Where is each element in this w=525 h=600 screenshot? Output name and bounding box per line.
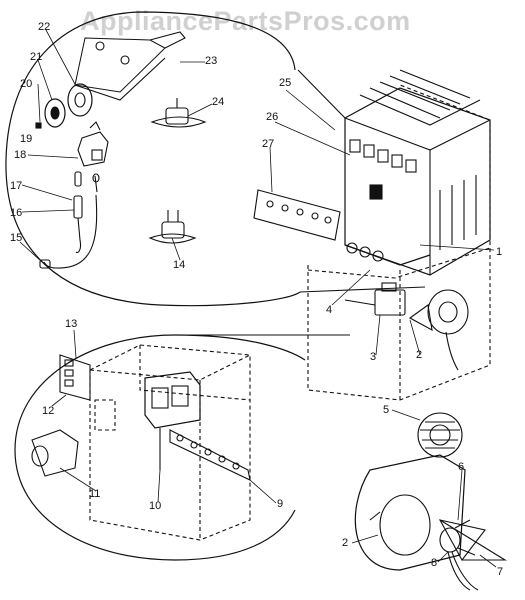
part-number-21: 21 [30,51,43,63]
watermark: AppliancePartsPros.com [80,6,411,36]
part-number-22: 22 [38,21,51,33]
part-number-26: 26 [266,111,279,123]
part-number-12: 12 [42,405,55,417]
part-number-7: 7 [497,566,504,578]
part-number-6: 6 [458,461,465,473]
heat-exchanger [344,69,491,371]
part-number-18: 18 [14,149,27,161]
part-number-23: 23 [205,55,218,67]
furnace-cabinet [307,84,491,401]
part-number-24: 24 [212,96,225,108]
part-number-3: 3 [370,351,377,363]
part-number-17: 17 [10,180,23,192]
control-parts [31,354,251,481]
part-number-27: 27 [262,138,275,150]
leader-lines [19,29,497,568]
part-number-8: 8 [431,557,438,569]
part-number-25: 25 [279,77,292,89]
blower-assembly [354,412,507,591]
part-number-9: 9 [277,498,284,510]
part-number-11: 11 [89,488,101,500]
control-box [89,344,251,541]
part-number-2-a: 2 [416,349,423,361]
part-number-15: 15 [10,232,23,244]
control-detail-circle [14,334,350,561]
part-number-5: 5 [383,404,390,416]
part-number-14: 14 [173,259,186,271]
part-number-2-b: 2 [342,537,349,549]
part-number-19: 19 [20,133,33,145]
part-number-4: 4 [326,304,333,316]
part-number-1: 1 [496,246,503,258]
part-number-20: 20 [20,78,33,90]
ignition-detail-circle [5,11,426,307]
part-number-10: 10 [149,500,162,512]
part-number-13: 13 [65,318,78,330]
part-number-16: 16 [10,207,23,219]
